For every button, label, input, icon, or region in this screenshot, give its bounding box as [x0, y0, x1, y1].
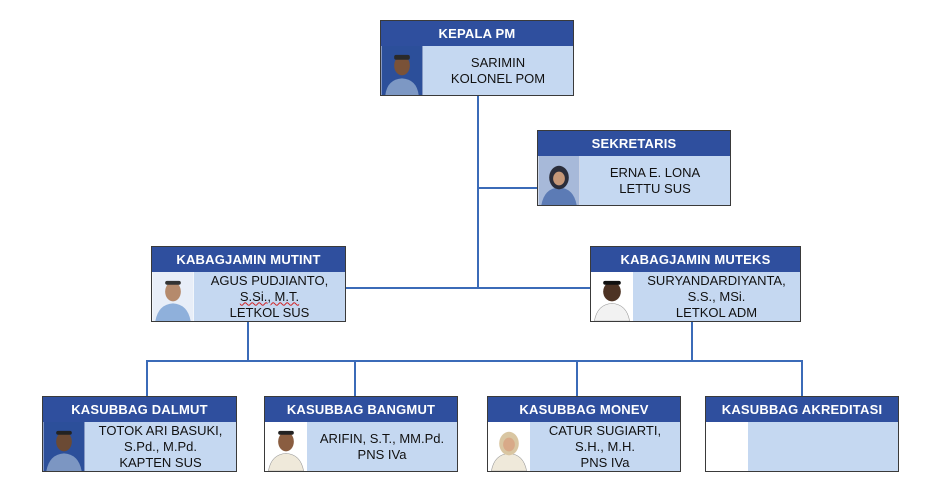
officer-rank: KOLONEL POM [450, 70, 546, 86]
officer-name: SARIMIN [470, 54, 526, 70]
officer-photo [591, 272, 634, 321]
officer-name: CATUR SUGIARTI, [548, 422, 662, 438]
officer-name: ERNA E. LONA [609, 164, 701, 180]
officer-rank: LETKOL ADM [675, 304, 758, 320]
node-kasubbag-dalmut: KASUBBAG DALMUT TOTOK ARI BASUKI, S.Pd.,… [42, 396, 237, 472]
officer-rank: LETKOL SUS [229, 304, 310, 320]
officer-photo [488, 422, 531, 471]
officer-degree: S.S., MSi. [687, 288, 746, 304]
officer-rank: LETTU SUS [619, 180, 691, 196]
officer-rank: PNS IVa [357, 446, 407, 462]
empty-photo [706, 422, 749, 471]
node-kepala-pm: KEPALA PM SARIMIN KOLONEL POM [380, 20, 574, 96]
officer-photo [265, 422, 308, 471]
officer-degree: S.Pd., M.Pd. [124, 438, 197, 454]
node-kasubbag-monev: KASUBBAG MONEV CATUR SUGIARTI, S.H., M.H… [487, 396, 681, 472]
officer-degree: S.Si., M.T. [239, 288, 300, 304]
officer-rank: PNS IVa [580, 454, 630, 470]
node-kasubbag-akreditasi: KASUBBAG AKREDITASI [705, 396, 899, 472]
node-title: KABAGJAMIN MUTINT [152, 247, 345, 272]
node-kabagjamin-muteks: KABAGJAMIN MUTEKS SURYANDARDIYANTA, S.S.… [590, 246, 801, 322]
officer-name: ARIFIN, S.T., MM.Pd. [319, 430, 445, 446]
officer-name: AGUS PUDJIANTO, [210, 272, 329, 288]
node-details: ERNA E. LONA LETTU SUS [580, 156, 730, 205]
person-icon [591, 272, 633, 321]
node-details: SURYANDARDIYANTA, S.S., MSi. LETKOL ADM [633, 272, 800, 321]
person-icon [538, 156, 580, 205]
node-title: KASUBBAG AKREDITASI [706, 397, 898, 422]
node-title: KABAGJAMIN MUTEKS [591, 247, 800, 272]
person-icon [43, 422, 85, 471]
officer-name: TOTOK ARI BASUKI, [98, 422, 223, 438]
node-title: SEKRETARIS [538, 131, 730, 156]
officer-photo [381, 46, 424, 95]
node-details: SARIMIN KOLONEL POM [423, 46, 573, 95]
node-kabagjamin-mutint: KABAGJAMIN MUTINT AGUS PUDJIANTO, S.Si.,… [151, 246, 346, 322]
node-title: KEPALA PM [381, 21, 573, 46]
person-icon [152, 272, 194, 321]
node-details: AGUS PUDJIANTO, S.Si., M.T. LETKOL SUS [194, 272, 345, 321]
officer-photo [43, 422, 86, 471]
node-details [748, 422, 898, 471]
node-details: ARIFIN, S.T., MM.Pd. PNS IVa [307, 422, 457, 471]
officer-photo [538, 156, 581, 205]
officer-degree: S.H., M.H. [575, 438, 635, 454]
node-sekretaris: SEKRETARIS ERNA E. LONA LETTU SUS [537, 130, 731, 206]
node-title: KASUBBAG DALMUT [43, 397, 236, 422]
node-details: CATUR SUGIARTI, S.H., M.H. PNS IVa [530, 422, 680, 471]
node-title: KASUBBAG MONEV [488, 397, 680, 422]
person-icon [488, 422, 530, 471]
node-kasubbag-bangmut: KASUBBAG BANGMUT ARIFIN, S.T., MM.Pd. PN… [264, 396, 458, 472]
officer-photo [152, 272, 195, 321]
officer-rank: KAPTEN SUS [119, 454, 202, 470]
officer-name: SURYANDARDIYANTA, [647, 272, 786, 288]
person-icon [265, 422, 307, 471]
node-details: TOTOK ARI BASUKI, S.Pd., M.Pd. KAPTEN SU… [85, 422, 236, 471]
node-title: KASUBBAG BANGMUT [265, 397, 457, 422]
person-icon [381, 46, 423, 95]
